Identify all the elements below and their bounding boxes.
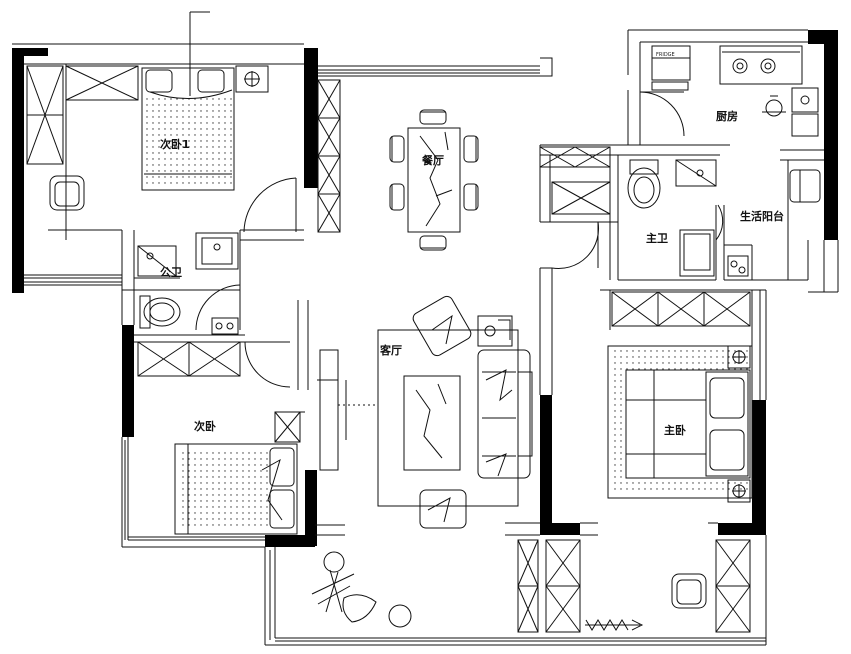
wardrobes [26, 65, 751, 633]
master-bath-fixtures [627, 159, 749, 277]
room-label-living-room: 客厅 [380, 344, 402, 357]
room-label-kitchen: 厨房 [716, 110, 738, 123]
kitchen-fixtures [651, 45, 821, 203]
room-label-service-balcony: 生活阳台 [740, 210, 784, 223]
public-bath-fixtures [137, 232, 239, 335]
master-bed [607, 345, 753, 503]
doors [195, 91, 724, 388]
dining-table [389, 109, 479, 251]
wall-outlines [12, 29, 839, 646]
room-label-master-bath: 主卫 [646, 232, 668, 245]
room-label-master-bedroom: 主卧 [664, 424, 686, 437]
balcony-chair [671, 573, 707, 609]
bedroom2-bed [174, 443, 298, 535]
room-label-public-bath: 公卫 [160, 266, 182, 279]
bedroom1-chair [49, 175, 85, 211]
living-room-furniture [338, 295, 533, 529]
room-label-secondary-bedroom-1: 次卧1 [160, 138, 190, 151]
stair-arrow [585, 619, 644, 631]
fridge-label: FRIDGE [656, 52, 675, 58]
windows [24, 69, 767, 642]
bedroom1-bed [141, 11, 269, 191]
room-label-dining-room: 餐厅 [422, 154, 444, 167]
balcony-plants [311, 551, 412, 628]
room-label-secondary-bedroom: 次卧 [194, 420, 216, 433]
walls [12, 30, 838, 547]
